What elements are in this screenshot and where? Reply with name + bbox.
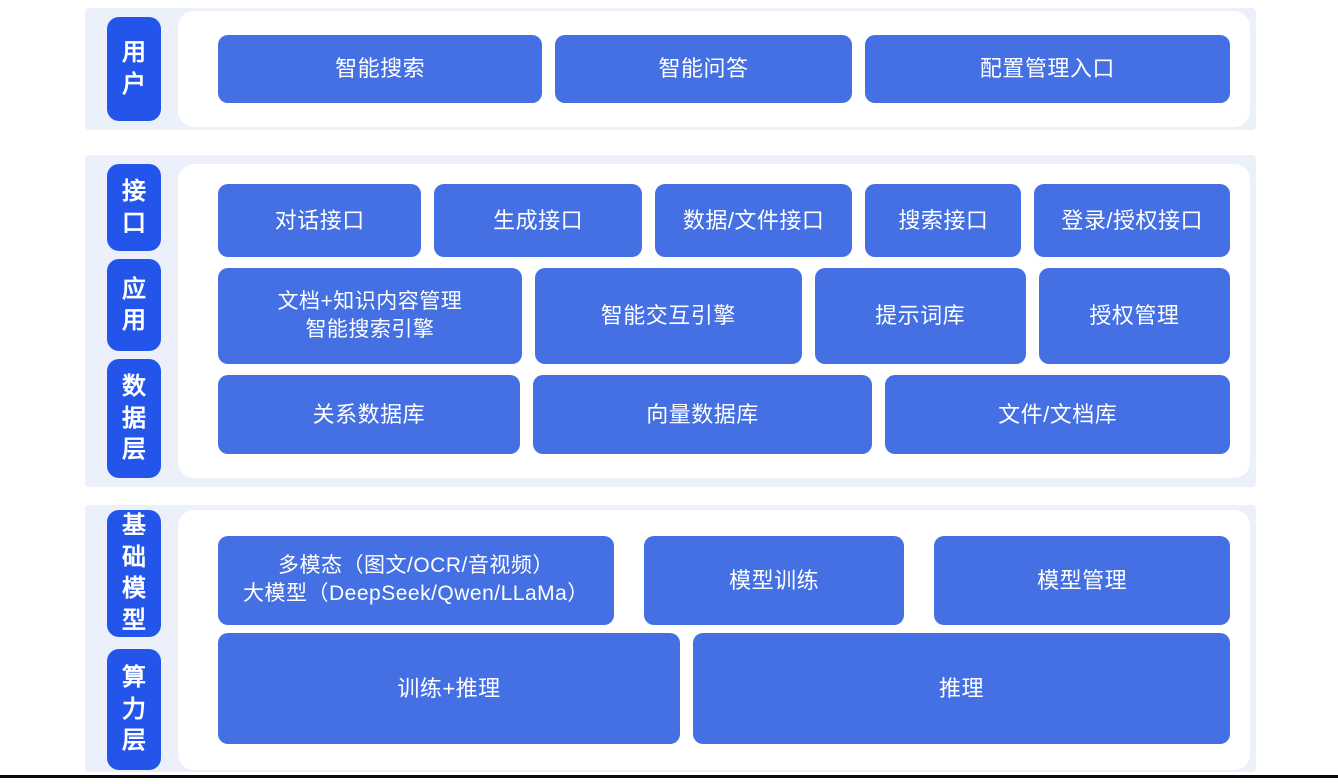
block-model-management: 模型管理: [934, 536, 1230, 625]
block-vector-database-label: 向量数据库: [646, 401, 759, 427]
layer-label-user-text: 用户: [122, 39, 146, 98]
foundation-model-row: 多模态（图文/OCR/音视频） 大模型（DeepSeek/Qwen/LLaMa）…: [218, 536, 1230, 625]
block-config-management-entry-label: 配置管理入口: [979, 56, 1115, 82]
interface-app-data-panel: 对话接口 生成接口 数据/文件接口 搜索接口 登录/授权接口: [178, 164, 1250, 478]
block-file-document-store-label: 文件/文档库: [998, 401, 1118, 427]
interface-row: 对话接口 生成接口 数据/文件接口 搜索接口 登录/授权接口: [218, 184, 1230, 257]
block-relational-database-label: 关系数据库: [312, 401, 426, 427]
block-smart-interaction-engine: 智能交互引擎: [534, 267, 802, 365]
block-inference: 推理: [693, 632, 1230, 744]
block-authorization-management-label: 授权管理: [1089, 303, 1180, 329]
block-model-training: 模型训练: [643, 536, 905, 625]
user-layer-row: 智能搜索 智能问答 配置管理入口: [218, 35, 1231, 103]
block-login-auth-api-label: 登录/授权接口: [1061, 207, 1204, 233]
block-multimodal-large-model: 多模态（图文/OCR/音视频） 大模型（DeepSeek/Qwen/LLaMa）: [218, 536, 614, 625]
block-data-file-api: 数据/文件接口: [654, 184, 853, 257]
block-search-api-label: 搜索接口: [898, 207, 989, 233]
block-dialog-api: 对话接口: [218, 184, 422, 257]
block-doc-knowledge-line1: 文档+知识内容管理: [277, 289, 463, 313]
layer-label-application-text: 应用: [122, 275, 146, 335]
layer-label-foundation-model-text: 基础模型: [122, 512, 146, 635]
block-dialog-api-label: 对话接口: [274, 207, 365, 233]
layer-label-data: 数据层: [107, 359, 161, 478]
block-file-document-store: 文件/文档库: [885, 375, 1230, 454]
layer-label-foundation-model: 基础模型: [107, 510, 161, 637]
layer-label-compute-text: 算力层: [122, 663, 146, 755]
block-doc-knowledge-search-engine: 文档+知识内容管理 智能搜索引擎: [218, 267, 522, 365]
block-relational-database: 关系数据库: [218, 375, 520, 454]
block-login-auth-api: 登录/授权接口: [1034, 184, 1230, 257]
block-config-management-entry: 配置管理入口: [864, 35, 1231, 103]
block-vector-database: 向量数据库: [532, 375, 873, 454]
layer-label-application: 应用: [107, 259, 161, 351]
foundation-compute-labels: 基础模型 算力层: [107, 510, 161, 770]
block-generation-api-label: 生成接口: [493, 207, 584, 233]
user-layer-labels: 用户: [107, 11, 161, 127]
block-prompt-library: 提示词库: [814, 267, 1026, 365]
application-row: 文档+知识内容管理 智能搜索引擎 智能交互引擎 提示词库 授权管理: [218, 267, 1230, 365]
block-training-inference: 训练+推理: [218, 632, 680, 744]
block-prompt-library-label: 提示词库: [875, 303, 966, 329]
block-doc-knowledge-line2: 智能搜索引擎: [305, 317, 435, 341]
block-smart-qa: 智能问答: [555, 35, 852, 103]
block-smart-search-label: 智能搜索: [335, 56, 426, 82]
block-search-api: 搜索接口: [865, 184, 1022, 257]
layer-label-interface-text: 接口: [122, 178, 146, 237]
block-authorization-management: 授权管理: [1038, 267, 1230, 365]
block-model-management-label: 模型管理: [1037, 567, 1128, 593]
block-smart-interaction-engine-label: 智能交互引擎: [600, 303, 736, 329]
section-user-layer: 用户 智能搜索 智能问答 配置管理入口: [85, 8, 1256, 130]
layer-label-data-text: 数据层: [122, 372, 146, 464]
block-smart-qa-label: 智能问答: [658, 56, 749, 82]
layer-label-compute: 算力层: [107, 648, 161, 770]
section-foundation-model-compute-layer: 基础模型 算力层 多模态（图文/OCR/音视频） 大模型（DeepSeek/Qw…: [85, 505, 1256, 772]
block-model-training-label: 模型训练: [729, 567, 820, 593]
layer-label-interface: 接口: [107, 164, 161, 252]
section-interface-app-data-layer: 接口 应用 数据层 对话接口 生成接口 数: [85, 155, 1256, 487]
block-multimodal-line2: 大模型（DeepSeek/Qwen/LLaMa）: [243, 582, 589, 606]
block-training-inference-label: 训练+推理: [397, 675, 501, 701]
block-smart-search: 智能搜索: [218, 35, 543, 103]
block-inference-label: 推理: [938, 675, 984, 701]
block-data-file-api-label: 数据/文件接口: [682, 207, 825, 233]
bottom-divider-line: [0, 775, 1338, 778]
block-multimodal-line1: 多模态（图文/OCR/音视频）: [277, 554, 554, 578]
user-layer-panel: 智能搜索 智能问答 配置管理入口: [178, 11, 1250, 127]
block-generation-api: 生成接口: [434, 184, 642, 257]
compute-layer-row: 训练+推理 推理: [218, 632, 1230, 744]
data-layer-row: 关系数据库 向量数据库 文件/文档库: [218, 375, 1230, 454]
diagram-content: 用户 智能搜索 智能问答 配置管理入口: [85, 8, 1256, 772]
layer-label-user: 用户: [107, 17, 161, 121]
interface-app-data-labels: 接口 应用 数据层: [107, 164, 161, 478]
foundation-compute-panel: 多模态（图文/OCR/音视频） 大模型（DeepSeek/Qwen/LLaMa）…: [178, 510, 1250, 770]
